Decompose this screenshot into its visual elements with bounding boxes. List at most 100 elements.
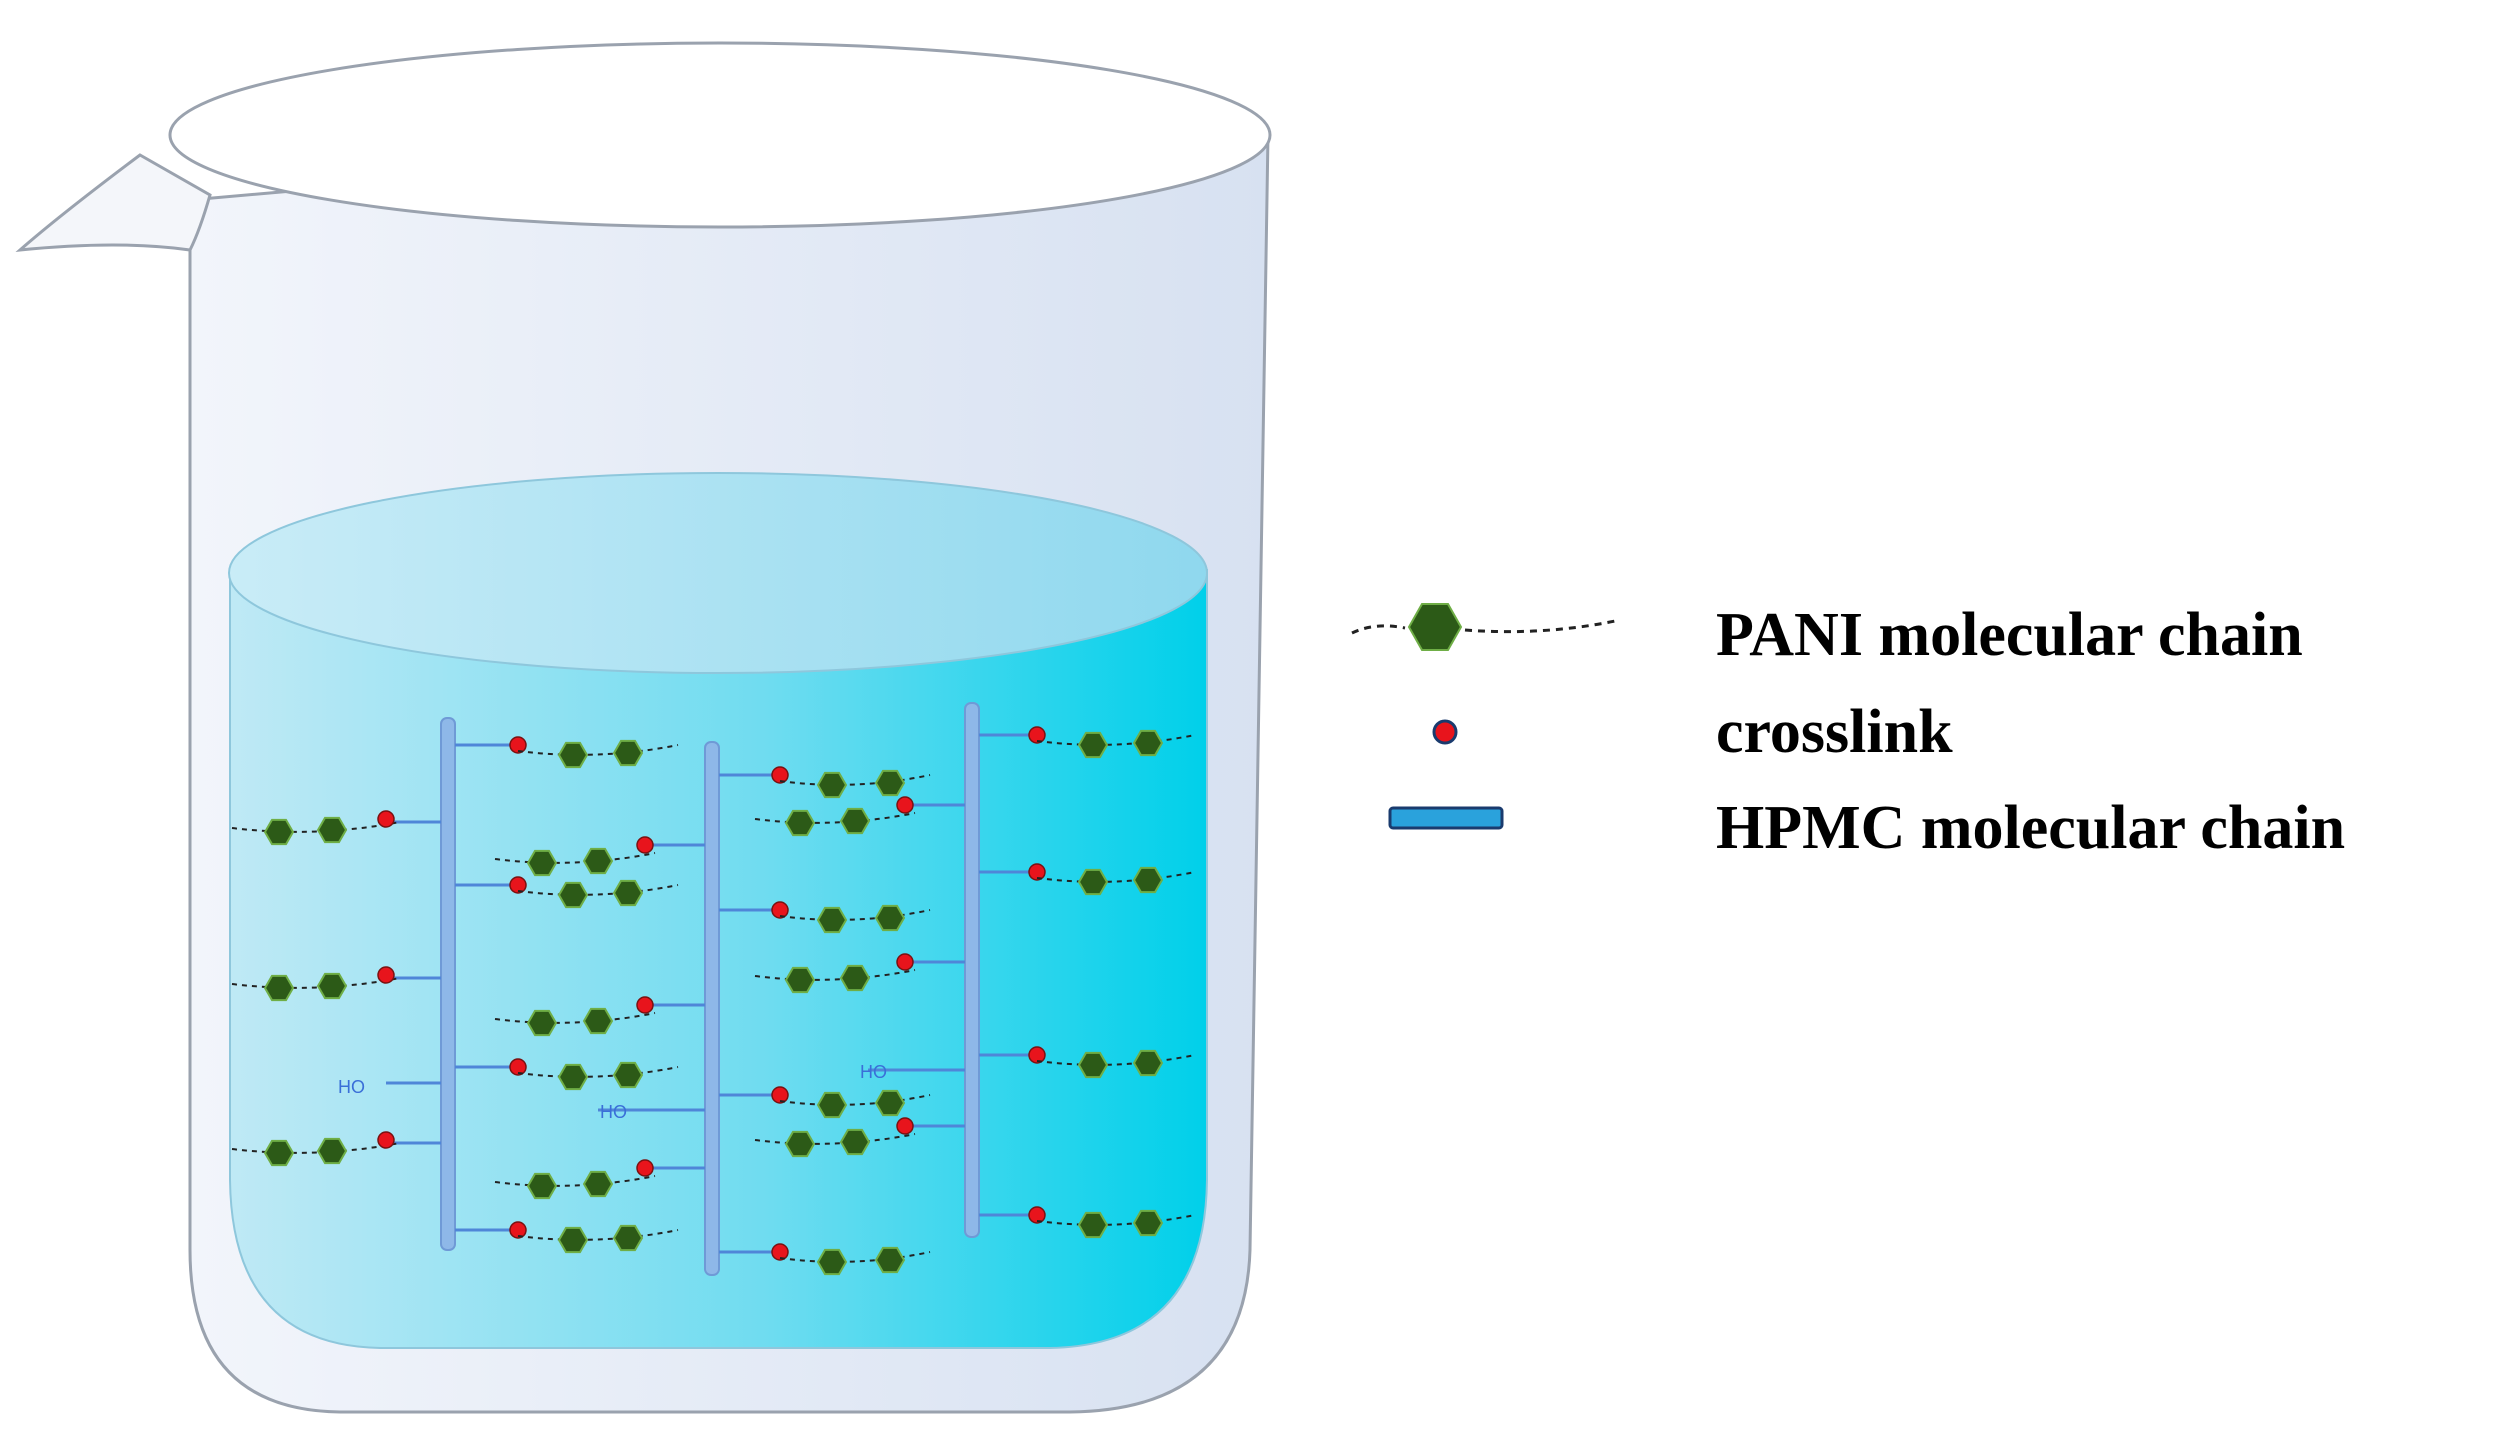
pani-hexagon	[816, 1091, 848, 1119]
pani-hexagon	[316, 816, 348, 844]
pani-chain	[231, 821, 401, 833]
legend-label-pani: PANI molecular chain	[1716, 601, 2303, 669]
crosslink	[509, 1221, 527, 1239]
pani-chain	[494, 852, 656, 864]
beaker-rim	[168, 41, 1272, 229]
pani-hexagon	[582, 847, 614, 875]
pani-hexagon	[816, 771, 848, 799]
pani-hexagon	[582, 1007, 614, 1035]
pani-hexagon	[526, 1172, 558, 1200]
crosslink	[636, 996, 654, 1014]
crosslink	[771, 1243, 789, 1261]
hpmc-chain	[964, 702, 980, 1238]
pani-hexagon	[874, 769, 906, 797]
pani-chain	[231, 1142, 401, 1154]
pani-chain	[517, 884, 679, 896]
crosslink	[1028, 863, 1046, 881]
polymer-network	[231, 702, 1196, 1276]
pani-hexagon	[557, 741, 589, 769]
pani-hexagon	[1077, 868, 1109, 896]
crosslink	[771, 901, 789, 919]
crosslink	[896, 953, 914, 971]
hydroxyl-label: HO	[600, 1102, 627, 1122]
pani-hexagon	[1077, 1051, 1109, 1079]
pani-hexagon	[816, 1248, 848, 1276]
crosslink	[509, 1058, 527, 1076]
pani-chain	[517, 1066, 679, 1078]
pani-chain	[754, 969, 916, 981]
pani-hexagon	[1077, 1211, 1109, 1239]
pani-chain	[1036, 734, 1196, 746]
crosslink	[771, 766, 789, 784]
pani-chain	[1036, 1214, 1196, 1226]
crosslink-icon	[1432, 719, 1458, 745]
pani-hexagon	[1132, 866, 1164, 894]
pani-hexagon	[784, 809, 816, 837]
crosslink	[1028, 1206, 1046, 1224]
crosslink	[1028, 726, 1046, 744]
pani-hexagon	[874, 1089, 906, 1117]
liquid-surface	[228, 472, 1208, 674]
pani-hexagon	[263, 974, 295, 1002]
pani-hexagon	[612, 739, 644, 767]
pani-hexagon	[557, 1063, 589, 1091]
pani-hexagon	[612, 879, 644, 907]
hpmc-chain	[704, 741, 720, 1276]
pani-hexagon	[839, 1128, 871, 1156]
pani-chain	[494, 1175, 656, 1187]
crosslink	[771, 1086, 789, 1104]
pani-hexagon	[526, 1009, 558, 1037]
pani-chain	[754, 812, 916, 824]
crosslink	[377, 1131, 395, 1149]
crosslink	[636, 836, 654, 854]
pani-chain	[1036, 871, 1196, 883]
pani-hexagon	[874, 904, 906, 932]
beaker-spout	[15, 153, 212, 252]
legend-label-hpmc: HPMC molecular chain	[1716, 794, 2345, 862]
pani-hexagon	[784, 1130, 816, 1158]
pani-hexagon	[874, 1246, 906, 1274]
crosslink	[1028, 1046, 1046, 1064]
pani-hexagon	[1077, 731, 1109, 759]
crosslink	[636, 1159, 654, 1177]
hydroxyl-label: HO	[338, 1077, 365, 1097]
pani-hexagon	[839, 807, 871, 835]
pani-hexagon	[784, 966, 816, 994]
pani-chain	[1036, 1054, 1196, 1066]
pani-chain	[754, 1133, 916, 1145]
pani-hexagon	[557, 1226, 589, 1254]
pani-chain	[494, 1012, 656, 1024]
pani-hexagon	[839, 964, 871, 992]
pani-hexagon	[316, 972, 348, 1000]
pani-chain	[517, 1229, 679, 1241]
pani-hexagon	[1132, 1049, 1164, 1077]
crosslink	[896, 1117, 914, 1135]
pani-hexagon	[1132, 1209, 1164, 1237]
crosslink	[896, 796, 914, 814]
pani-chain	[779, 1251, 931, 1263]
pani-hexagon	[263, 818, 295, 846]
pani-hexagon	[612, 1224, 644, 1252]
hpmc-chain	[440, 717, 456, 1251]
hydroxyl-label: HO	[860, 1062, 887, 1082]
pani-chain	[779, 774, 931, 786]
pani-hexagon	[526, 849, 558, 877]
pani-chain	[231, 977, 401, 989]
pani-hexagon	[263, 1139, 295, 1167]
legend: PANI molecular chain crosslink HPMC mole…	[1351, 601, 2345, 862]
pani-chain	[779, 1094, 931, 1106]
crosslink	[377, 966, 395, 984]
legend-label-crosslink: crosslink	[1716, 698, 1953, 766]
crosslink	[377, 810, 395, 828]
pani-chain	[517, 744, 679, 756]
pani-chain-icon	[1351, 603, 1621, 651]
crosslink	[509, 876, 527, 894]
pani-hexagon	[557, 881, 589, 909]
pani-chain	[779, 909, 931, 921]
pani-hexagon	[1132, 729, 1164, 757]
pani-hexagon	[316, 1137, 348, 1165]
pani-hexagon	[816, 906, 848, 934]
pani-hexagon	[612, 1061, 644, 1089]
hpmc-chain-icon	[1388, 806, 1504, 830]
